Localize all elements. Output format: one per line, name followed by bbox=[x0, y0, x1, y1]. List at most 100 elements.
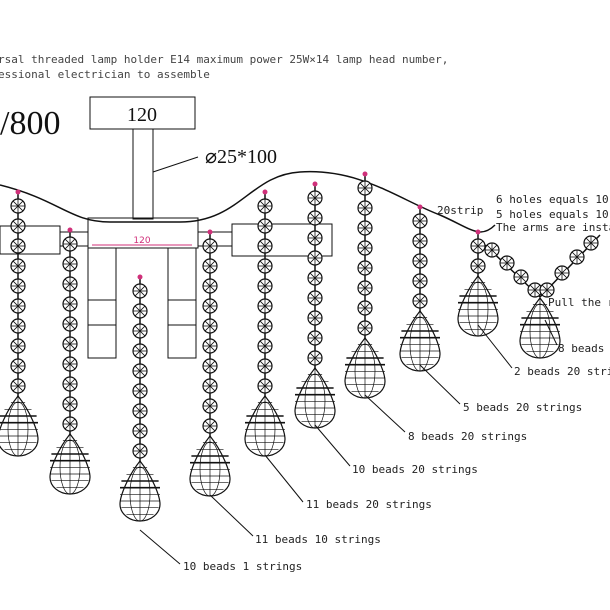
bead bbox=[10, 358, 26, 374]
bead bbox=[357, 220, 373, 236]
crystal-drop bbox=[189, 435, 231, 497]
label-8-beads-20: 8 beads 20 strings bbox=[408, 430, 527, 443]
bead-string bbox=[119, 274, 161, 522]
bead bbox=[257, 238, 273, 254]
bead bbox=[412, 233, 428, 249]
bead bbox=[307, 190, 323, 206]
bead-string bbox=[344, 171, 386, 399]
v-bead-chain bbox=[484, 234, 601, 359]
bead bbox=[470, 238, 486, 254]
bead bbox=[357, 280, 373, 296]
bead bbox=[554, 265, 570, 281]
bead bbox=[10, 298, 26, 314]
rod-label: ⌀25*100 bbox=[205, 146, 277, 168]
bead-string bbox=[244, 189, 286, 457]
bead-string bbox=[294, 181, 336, 429]
bead bbox=[257, 378, 273, 394]
bead bbox=[10, 198, 26, 214]
bead bbox=[357, 180, 373, 196]
bead bbox=[569, 249, 585, 265]
bead bbox=[62, 316, 78, 332]
note-5-holes: 5 holes equals 10 bbox=[496, 208, 609, 221]
note-pull: Pull the r bbox=[548, 296, 610, 309]
bead bbox=[307, 290, 323, 306]
crystal-drop bbox=[0, 395, 39, 457]
bead bbox=[202, 418, 218, 434]
bead bbox=[132, 323, 148, 339]
rod bbox=[132, 128, 154, 220]
frame-dimension-label: 120 bbox=[133, 236, 150, 246]
bead bbox=[62, 416, 78, 432]
bead bbox=[202, 378, 218, 394]
crystal-drop bbox=[344, 337, 386, 399]
crystal-drop bbox=[399, 310, 441, 372]
label-11-beads-10: 11 beads 10 strings bbox=[255, 533, 381, 546]
bead bbox=[499, 255, 515, 271]
bead bbox=[257, 258, 273, 274]
bead bbox=[10, 338, 26, 354]
bead bbox=[257, 298, 273, 314]
bead bbox=[202, 258, 218, 274]
bead bbox=[132, 363, 148, 379]
bead bbox=[307, 310, 323, 326]
bead bbox=[132, 303, 148, 319]
bead bbox=[357, 300, 373, 316]
bead bbox=[62, 376, 78, 392]
crystal-drop bbox=[457, 275, 499, 337]
rod-leader bbox=[152, 156, 199, 173]
bead bbox=[202, 278, 218, 294]
bead bbox=[583, 235, 599, 251]
bead bbox=[307, 230, 323, 246]
bead bbox=[132, 443, 148, 459]
bead bbox=[307, 270, 323, 286]
bead bbox=[257, 278, 273, 294]
bead bbox=[132, 283, 148, 299]
bead bbox=[412, 293, 428, 309]
strip-label: 20strip bbox=[437, 204, 483, 217]
wave-strip bbox=[0, 170, 496, 233]
bead bbox=[10, 238, 26, 254]
bead bbox=[307, 250, 323, 266]
bead-string bbox=[0, 189, 39, 457]
bead-string bbox=[189, 229, 231, 497]
label-5-beads: 5 beads 20 strings bbox=[463, 401, 582, 414]
label-2-beads: 2 beads 20 strings bbox=[514, 365, 610, 378]
bead bbox=[62, 296, 78, 312]
bead bbox=[132, 403, 148, 419]
bead bbox=[513, 269, 529, 285]
bead bbox=[10, 218, 26, 234]
bead bbox=[357, 240, 373, 256]
label-10-beads-1: 10 beads 1 strings bbox=[183, 560, 302, 573]
crystal-drop bbox=[119, 460, 161, 522]
bead bbox=[62, 276, 78, 292]
bead bbox=[257, 218, 273, 234]
crystal-drop bbox=[294, 367, 336, 429]
bead bbox=[202, 318, 218, 334]
bead bbox=[202, 398, 218, 414]
bead bbox=[62, 236, 78, 252]
crystal-drop bbox=[244, 395, 286, 457]
bead bbox=[132, 423, 148, 439]
bead bbox=[412, 253, 428, 269]
bead bbox=[202, 298, 218, 314]
bead bbox=[202, 338, 218, 354]
crystal-drop bbox=[49, 433, 91, 495]
bead bbox=[10, 318, 26, 334]
bead bbox=[412, 213, 428, 229]
diameter-label: /800 bbox=[0, 105, 60, 142]
bead bbox=[62, 356, 78, 372]
bead-string bbox=[49, 227, 91, 495]
bead bbox=[307, 210, 323, 226]
bead bbox=[527, 282, 543, 298]
bead bbox=[307, 330, 323, 346]
spec-note-line2: essional electrician to assemble bbox=[0, 68, 210, 81]
crystal-drop bbox=[519, 297, 561, 359]
bead bbox=[307, 350, 323, 366]
bead bbox=[202, 358, 218, 374]
bead bbox=[257, 318, 273, 334]
bead bbox=[357, 200, 373, 216]
note-arms: The arms are insta bbox=[496, 221, 610, 234]
bead bbox=[357, 320, 373, 336]
label-11-beads-20: 11 beads 20 strings bbox=[306, 498, 432, 511]
